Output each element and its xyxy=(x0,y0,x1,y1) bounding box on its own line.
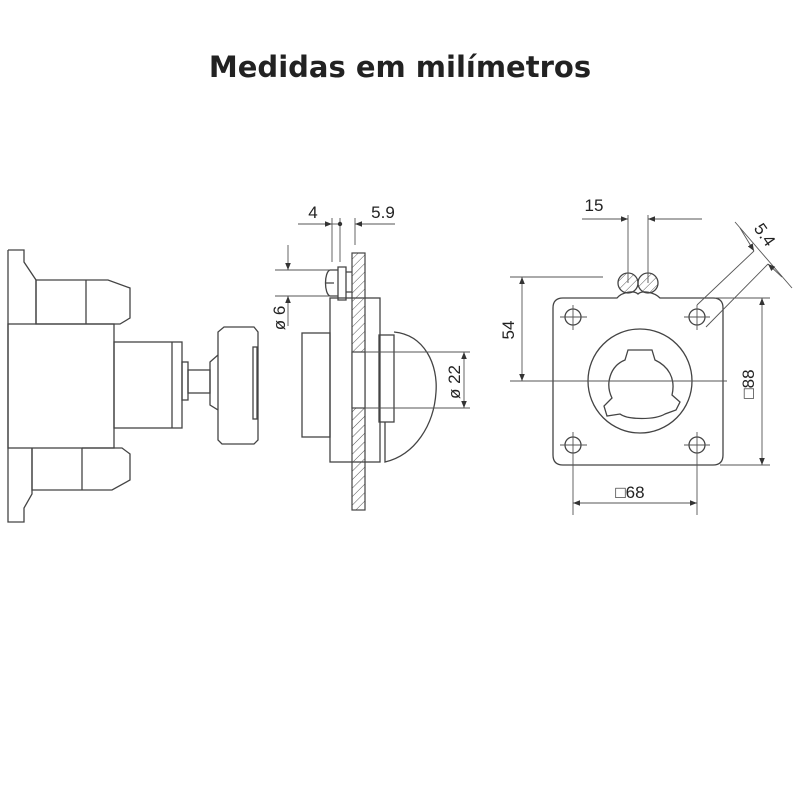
lower-arm xyxy=(31,447,131,491)
dim-hole-dia-label: ø 22 xyxy=(445,365,464,399)
shaft xyxy=(187,369,211,394)
dim-4-label: 4 xyxy=(308,203,317,222)
mounting-holes xyxy=(560,305,710,515)
collar xyxy=(181,361,189,401)
front-view: 15 54 □88 □68 5.4 xyxy=(499,196,793,515)
knob xyxy=(209,326,259,445)
section-view: 4 5.9 ø 6 ø 22 xyxy=(270,203,470,511)
keyed-opening xyxy=(603,349,681,420)
front-bezel xyxy=(301,332,331,438)
dim-15-label: 15 xyxy=(585,196,604,215)
rear-dome xyxy=(384,331,437,463)
dim-68-label: □68 xyxy=(615,483,644,502)
screw xyxy=(324,266,352,301)
dim-screw-dia-label: ø 6 xyxy=(270,306,289,331)
dim-5-4-label: 5.4 xyxy=(750,220,779,250)
dim-5-9-label: 5.9 xyxy=(371,203,395,222)
mounting-plate xyxy=(552,291,724,466)
panel-hole xyxy=(351,351,366,409)
upper-arm xyxy=(35,279,131,325)
main-body xyxy=(7,323,115,449)
dim-88-label: □88 xyxy=(739,369,758,398)
page-title: Medidas em milímetros xyxy=(208,50,592,84)
dim-54-label: 54 xyxy=(499,321,518,340)
side-view xyxy=(7,249,259,523)
top-screws xyxy=(617,272,659,294)
